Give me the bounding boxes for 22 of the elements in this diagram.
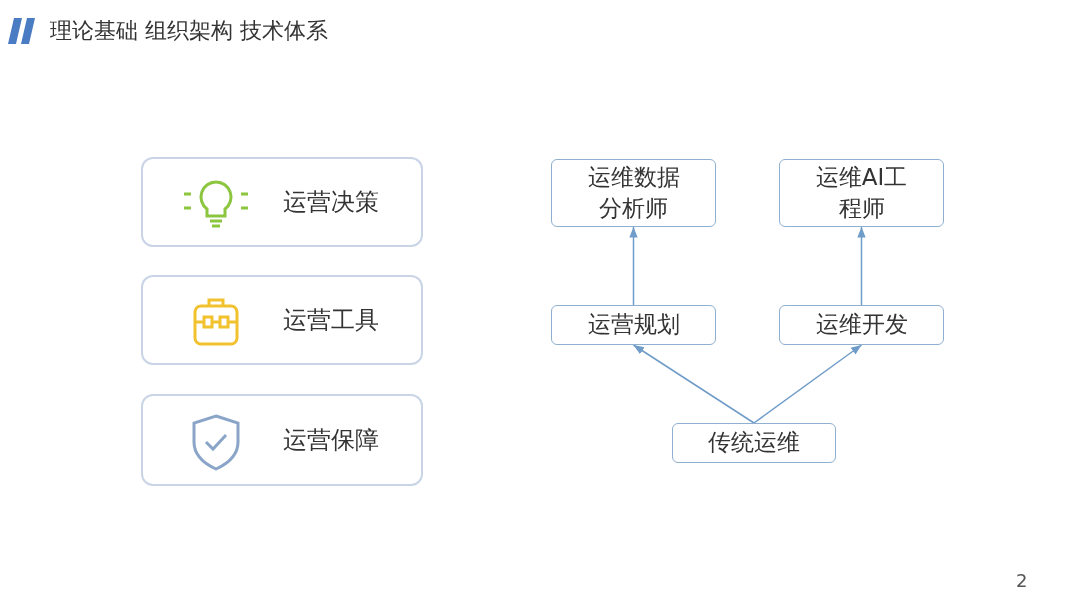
role-box — [779, 305, 944, 345]
role-box — [672, 423, 836, 463]
role-label: 运营规划 — [587, 310, 680, 340]
category-label: 运营工具 — [283, 304, 379, 336]
role-box — [779, 159, 944, 227]
category-label: 运营保障 — [283, 424, 379, 456]
title: 理论基础 组织架构 技术体系 — [50, 17, 328, 45]
role-label: 运维开发 — [815, 310, 908, 340]
category-card — [141, 394, 423, 486]
role-label: 运维数据分析师 — [587, 162, 680, 223]
arrow — [753, 344, 863, 424]
arrow — [629, 226, 638, 306]
category-label: 运营决策 — [283, 186, 379, 218]
page-number: 2 — [1016, 570, 1028, 591]
category-card — [141, 157, 423, 247]
arrow — [857, 226, 866, 306]
role-box — [551, 305, 716, 345]
role-label: 传统运维 — [708, 428, 800, 458]
role-label: 运维AI工程师 — [815, 162, 908, 223]
arrow — [632, 344, 755, 424]
category-card — [141, 275, 423, 365]
role-box — [551, 159, 716, 227]
